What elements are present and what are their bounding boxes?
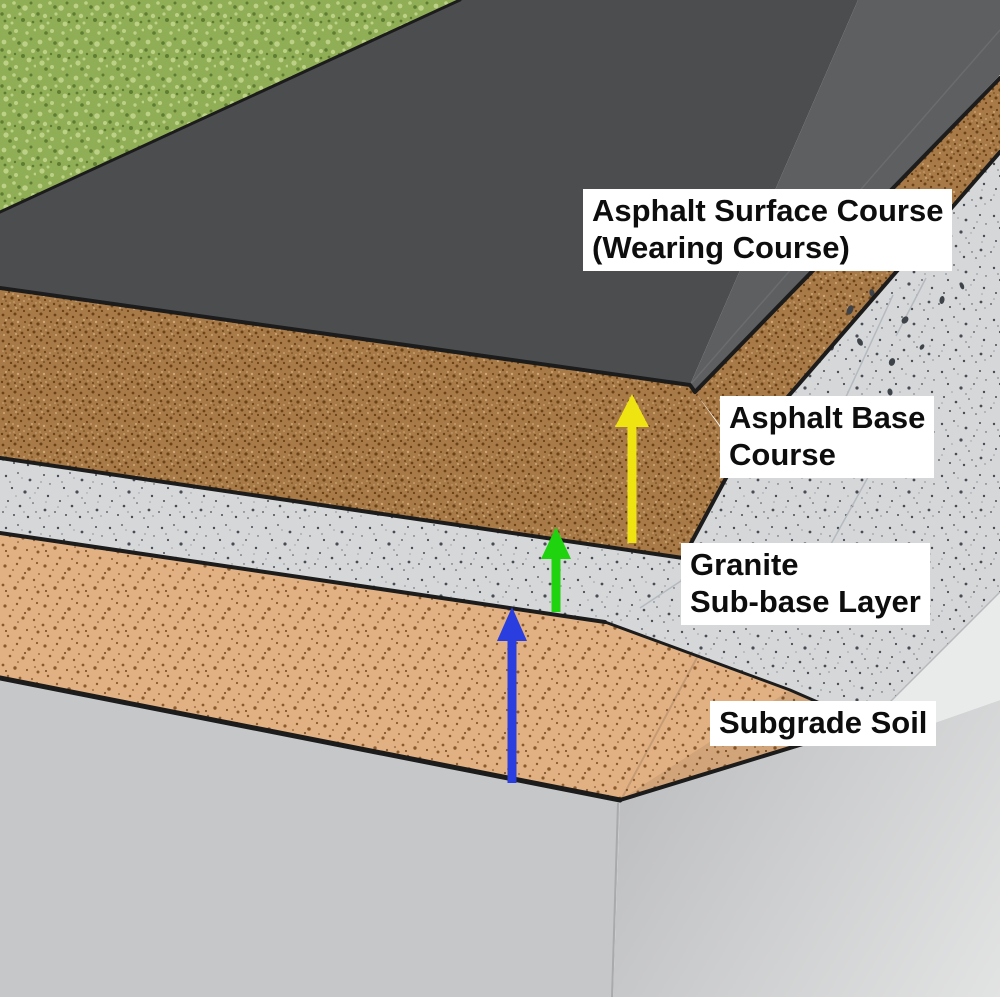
label-line: Sub-base Layer bbox=[690, 584, 921, 619]
label-line: Granite bbox=[690, 547, 799, 582]
ground-block-front-face bbox=[0, 678, 620, 997]
label-asphalt-surface-course: Asphalt Surface Course (Wearing Course) bbox=[583, 189, 953, 271]
label-line: Asphalt Base bbox=[729, 400, 926, 435]
label-line: Subgrade Soil bbox=[719, 705, 928, 740]
label-asphalt-base-course: Asphalt Base Course bbox=[720, 396, 935, 478]
subgrade-soil-layer bbox=[0, 533, 868, 800]
label-line: Course bbox=[729, 437, 836, 472]
yellow-arrow bbox=[615, 394, 649, 543]
ground-block-corner-edge bbox=[611, 802, 619, 997]
label-line: Asphalt Surface Course bbox=[592, 193, 944, 228]
subgrade-crease-line bbox=[621, 651, 701, 799]
blue-arrow bbox=[497, 607, 527, 783]
label-granite-subbase: Granite Sub-base Layer bbox=[681, 543, 930, 625]
label-subgrade-soil: Subgrade Soil bbox=[710, 701, 937, 746]
green-arrow bbox=[541, 527, 571, 612]
asphalt-surface-layer bbox=[0, 0, 858, 385]
asphalt-base-front-face bbox=[0, 288, 740, 558]
label-line: (Wearing Course) bbox=[592, 230, 850, 265]
